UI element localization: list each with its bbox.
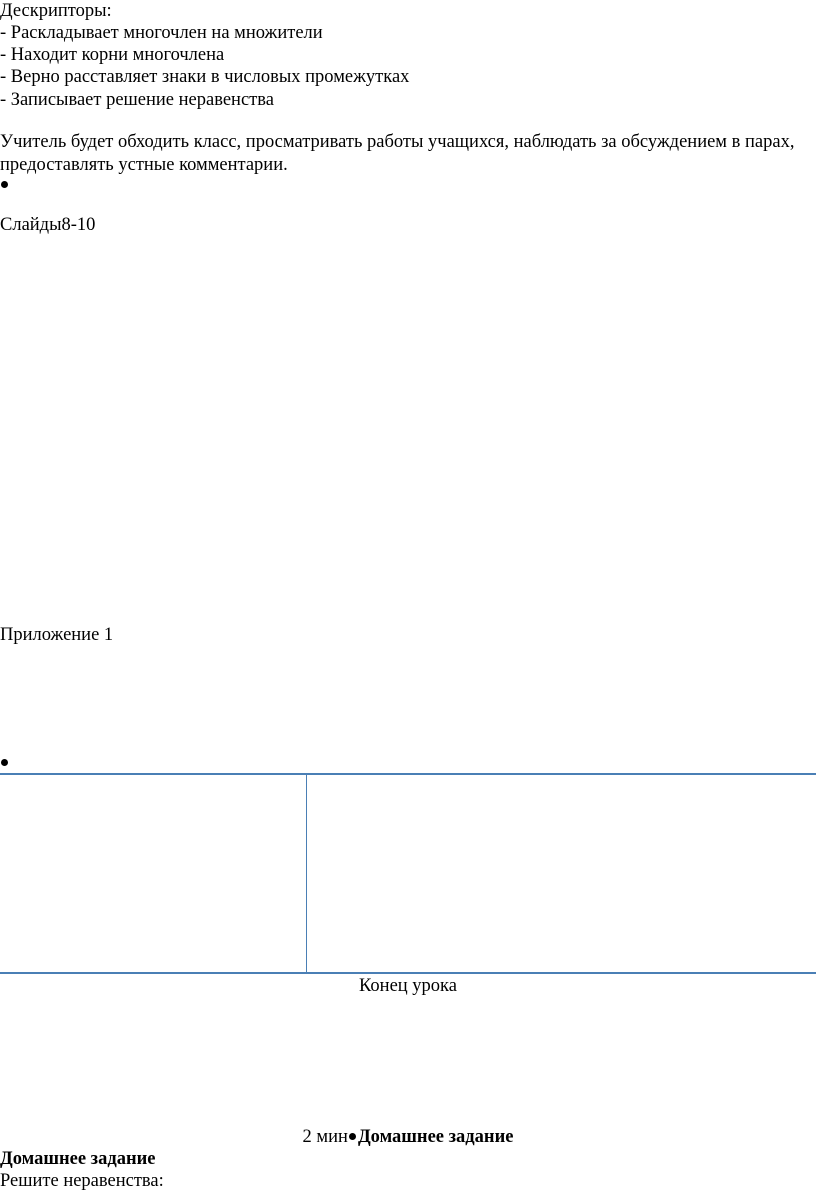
homework-row: 2 мин Домашнее задание: [0, 1126, 816, 1148]
descriptors-title: Дескрипторы:: [0, 1, 112, 21]
homework-time: 2 мин: [302, 1127, 348, 1147]
descriptor-item: - Раскладывает многочлен на множители: [0, 23, 323, 43]
appendix-label: Приложение 1: [0, 625, 114, 645]
descriptor-item: - Записывает решение неравенства: [0, 90, 274, 110]
table-top-border: [0, 773, 816, 775]
end-of-lesson: Конец урока: [359, 976, 457, 996]
descriptor-item: - Находит корни многочлена: [0, 45, 225, 65]
bullet-icon: [348, 1133, 356, 1141]
homework-title: Домашнее задание: [0, 1149, 156, 1169]
bullet-icon: [1, 181, 8, 188]
teacher-note-line-1: Учитель будет обходить класс, просматрив…: [0, 132, 795, 152]
slides-label: Слайды8-10: [0, 215, 96, 235]
homework-row-title: Домашнее задание: [357, 1127, 514, 1147]
table-bottom-border: [0, 972, 816, 974]
teacher-note-line-2: предоставлять устные комментарии.: [0, 155, 288, 175]
bullet-icon: [1, 759, 8, 766]
descriptor-item: - Верно расставляет знаки в числовых про…: [0, 67, 410, 87]
table-column-divider: [306, 774, 307, 973]
homework-text: Решите неравенства:: [0, 1171, 164, 1191]
